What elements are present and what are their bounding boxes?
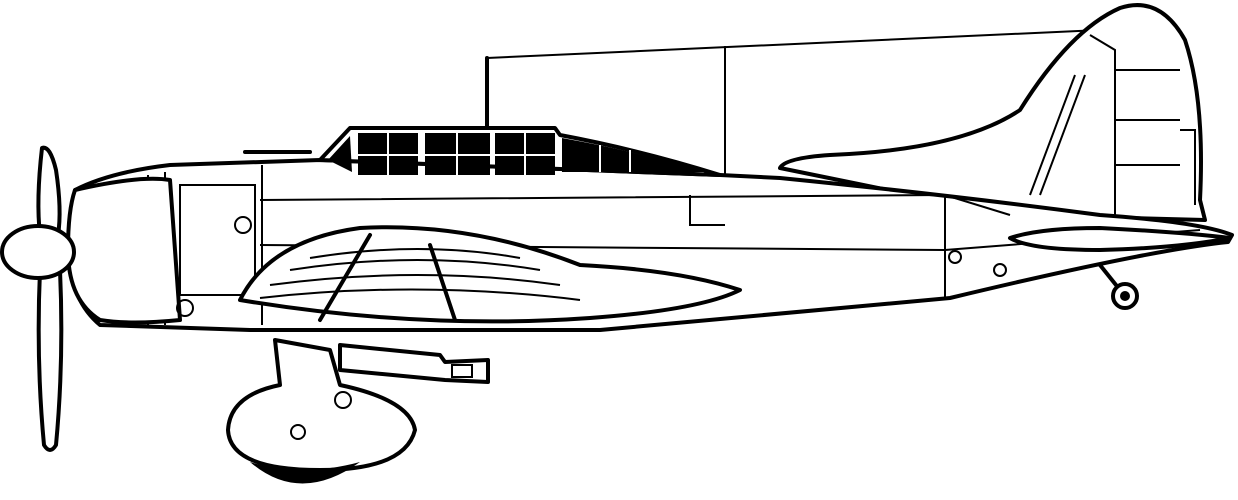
wing-outline bbox=[485, 29, 1101, 176]
wheel bbox=[250, 462, 360, 484]
engine-cowling bbox=[66, 176, 182, 325]
exhaust-port bbox=[176, 299, 194, 317]
vertical-stabilizer bbox=[778, 3, 1207, 222]
propeller-blade-lower bbox=[36, 268, 64, 452]
engine-access-panel bbox=[179, 184, 256, 296]
propeller-blade-upper bbox=[36, 145, 62, 237]
spat-hole bbox=[334, 391, 352, 409]
fuselage-port bbox=[993, 263, 1007, 277]
canopy-glazing bbox=[328, 133, 705, 175]
bomb-shackle bbox=[451, 364, 473, 378]
wing-ribs bbox=[259, 233, 581, 322]
rudder-lines bbox=[1029, 34, 1196, 215]
propeller-spinner bbox=[0, 224, 76, 280]
axle bbox=[290, 424, 306, 440]
fuselage-port bbox=[948, 250, 962, 264]
horizontal-stabilizer bbox=[1008, 226, 1232, 252]
panel-port bbox=[234, 216, 252, 234]
